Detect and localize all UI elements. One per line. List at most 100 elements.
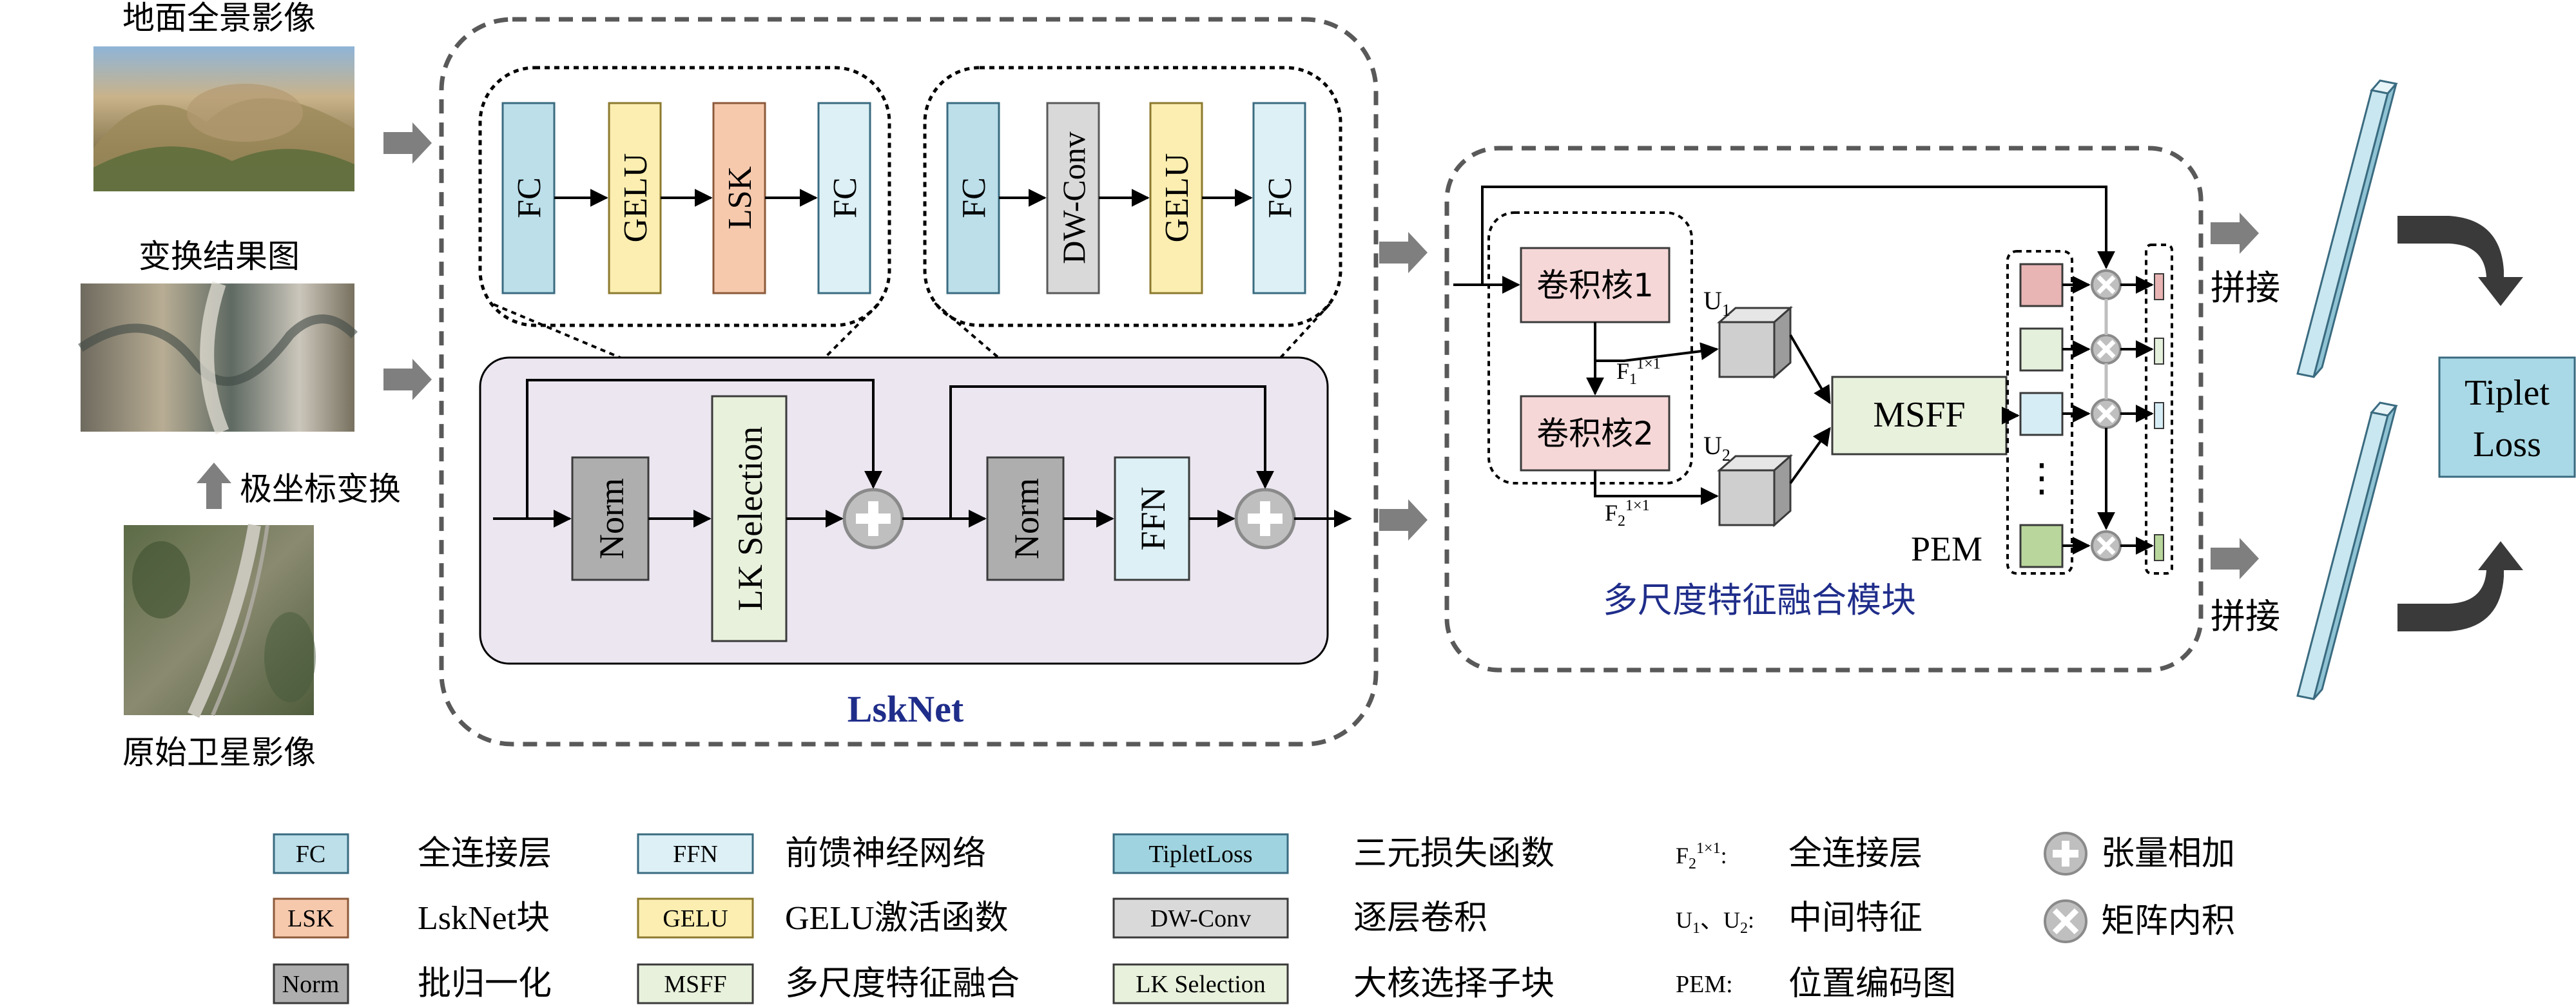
pem-label: PEM <box>1911 530 1982 568</box>
legend-swatch-norm <box>273 963 349 1004</box>
legend-abbr-dwconv: DW-Conv <box>1150 905 1251 932</box>
out-strip-2 <box>2154 338 2164 365</box>
legend-abbr-norm: Norm <box>282 971 340 998</box>
legend-swatch-lksel <box>1112 963 1289 1004</box>
triplet-loss-block <box>2438 356 2576 478</box>
legend-abbr-fc: FC <box>296 841 325 868</box>
lk-gelu-label: GELU <box>617 153 654 243</box>
legend-swatch-dwconv <box>1112 897 1289 939</box>
msff-module-title: 多尺度特征融合模块 <box>1603 580 1916 620</box>
lsknet-title: LskNet <box>847 688 964 730</box>
concat1-arrow <box>2211 213 2259 254</box>
mul4-icon <box>2091 530 2122 561</box>
transform-image <box>78 281 358 435</box>
msff-block <box>1831 376 2008 456</box>
lk-lsk-label: LSK <box>722 166 759 229</box>
legend-desc-lsk: LskNet块 <box>418 900 550 937</box>
concat2-arrow <box>2211 538 2259 579</box>
concat2-label: 拼接 <box>2211 596 2280 637</box>
lsk-to-msff-arrows <box>1379 232 1428 541</box>
f2-label: F21×1 <box>1605 497 1650 530</box>
legend-desc-norm: 批归一化 <box>418 964 552 1003</box>
lk-fc2-block <box>817 102 871 294</box>
legend-desc-gelu: GELU激活函数 <box>785 900 1009 937</box>
legend-desc-fc: 全连接层 <box>418 834 552 873</box>
ffn-fc1-block <box>946 102 1000 294</box>
legend-abbr-lsk: LSK <box>287 905 334 932</box>
norm1-block <box>571 456 650 581</box>
ffn-gelu-label: GELU <box>1159 153 1196 243</box>
pem-cell-4 <box>2019 524 2064 568</box>
legend-mul-desc: 矩阵内积 <box>2101 902 2235 941</box>
loss-line1: Tiplet <box>2465 373 2550 413</box>
conv1-label: 卷积核1 <box>1536 267 1654 304</box>
conv-group <box>1487 211 1693 484</box>
legend: FC 全连接层 LSK LskNet块 Norm 批归一化 FFN 前馈神经网络… <box>273 832 2235 1004</box>
transform-label: 变换结果图 <box>139 238 300 275</box>
polar-arrow <box>197 463 231 509</box>
legend-f2-desc: 全连接层 <box>1788 834 1922 873</box>
legend-abbr-msff: MSFF <box>664 971 726 998</box>
lk-expansion: FC GELU LSK FC <box>478 66 891 327</box>
add2-icon <box>1234 488 1296 550</box>
pem-cell-3 <box>2019 392 2064 436</box>
legend-pem-desc: 位置编码图 <box>1788 964 1956 1003</box>
legend-swatch-fc <box>273 833 349 874</box>
u2-label: U2 <box>1703 431 1730 465</box>
u1-cube <box>1717 305 1793 379</box>
ffn-fc2-block <box>1252 102 1306 294</box>
out-strip-4 <box>2154 534 2164 561</box>
legend-add-desc: 张量相加 <box>2101 834 2235 873</box>
out-strip-3 <box>2154 402 2164 429</box>
conv2-label: 卷积核2 <box>1536 415 1654 452</box>
legend-pem-symbol: PEM: <box>1676 971 1733 998</box>
legend-abbr-loss: TipletLoss <box>1148 841 1252 868</box>
legend-swatch-gelu <box>637 897 754 939</box>
main-flow-lines <box>493 379 1352 528</box>
ffn-gelu-block <box>1149 102 1203 294</box>
out-strip-1 <box>2154 273 2164 300</box>
lsknet-module: LskNet FC GELU LSK FC FC DW-Conv <box>439 17 1379 747</box>
add1-icon <box>842 488 904 550</box>
msff-module: 多尺度特征融合模块 卷积核1 卷积核2 U1 U2 F11×1 F21×1 MS… <box>1444 146 2203 673</box>
norm2-block <box>986 456 1065 581</box>
legend-desc-dwconv: 逐层卷积 <box>1353 899 1487 937</box>
satellite-image <box>124 524 316 718</box>
feature-bar-2 <box>2296 401 2398 700</box>
lk-fc1-label: FC <box>511 177 548 218</box>
legend-desc-lksel: 大核选择子块 <box>1353 964 1554 1003</box>
u2-cube <box>1717 454 1793 528</box>
msff-flow-lines <box>1453 186 2154 555</box>
mul3-icon <box>2091 398 2122 429</box>
concat1-label: 拼接 <box>2211 267 2280 308</box>
curved-arrow-bottom <box>2397 541 2523 631</box>
pem-cell-2 <box>2019 327 2064 372</box>
panorama-image <box>93 46 354 191</box>
legend-abbr-gelu: GELU <box>663 905 728 932</box>
ffn-expansion: FC DW-Conv GELU FC <box>923 66 1342 327</box>
legend-swatch-loss <box>1112 833 1289 874</box>
ffn-fc1-label: FC <box>956 177 993 218</box>
legend-swatch-lsk <box>273 897 349 939</box>
norm1-label: Norm <box>592 478 631 559</box>
mul2-icon <box>2091 334 2122 365</box>
legend-swatch-ffn <box>637 833 754 874</box>
legend-add-icon <box>2044 832 2087 876</box>
ffn-dwconv-label: DW-Conv <box>1056 131 1092 264</box>
pem-cell-1 <box>2019 263 2064 307</box>
output-section: 拼接 拼接 Tiplet Loss <box>2211 79 2576 700</box>
loss-line2: Loss <box>2473 425 2541 465</box>
lk-lsk-block <box>712 102 766 294</box>
u1-label: U1 <box>1703 286 1730 320</box>
legend-abbr-lksel: LK Selection <box>1136 971 1266 998</box>
msff-label: MSFF <box>1873 395 1965 435</box>
curved-arrow-top <box>2397 216 2523 306</box>
ffn-fc2-label: FC <box>1262 177 1299 218</box>
input-column: 地面全景影像 变换结果图 极坐标变换 原始卫星影像 <box>78 0 401 771</box>
satellite-label: 原始卫星影像 <box>122 734 316 771</box>
lk-fc2-label: FC <box>827 177 864 218</box>
legend-desc-loss: 三元损失函数 <box>1353 834 1554 873</box>
legend-f2-symbol: F21×1: <box>1676 840 1727 872</box>
polar-label: 极坐标变换 <box>240 470 401 508</box>
